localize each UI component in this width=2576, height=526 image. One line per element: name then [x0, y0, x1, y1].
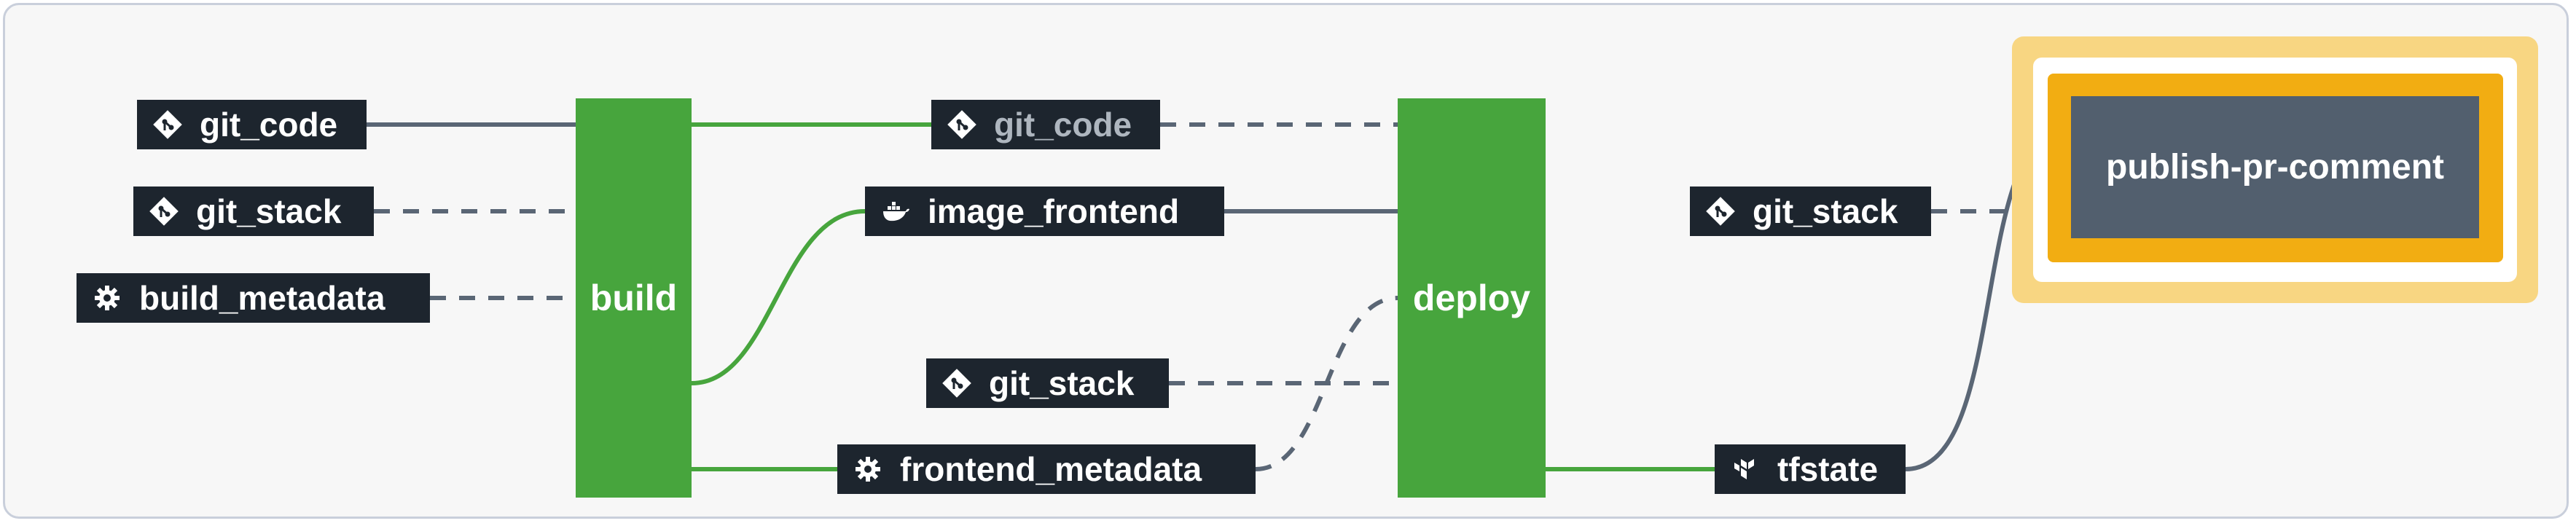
- git-icon: [1704, 195, 1737, 227]
- resource-git-code-output[interactable]: git_code: [931, 100, 1160, 149]
- gear-icon: [852, 453, 884, 485]
- resource-git-code-input[interactable]: git_code: [137, 100, 367, 149]
- resource-label: image_frontend: [928, 192, 1180, 230]
- resource-label: git_code: [200, 106, 338, 144]
- resource-label: git_stack: [989, 364, 1135, 402]
- link-frontend-metadata-to-deploy: [1255, 296, 1398, 471]
- resource-image-frontend[interactable]: image_frontend: [865, 187, 1224, 236]
- resource-tfstate[interactable]: tfstate: [1715, 444, 1906, 494]
- resource-label: frontend_metadata: [900, 450, 1202, 488]
- git-icon: [941, 367, 973, 399]
- terraform-icon: [1729, 453, 1761, 485]
- resource-label: build_metadata: [139, 279, 385, 317]
- job-label: deploy: [1412, 278, 1531, 318]
- job-build[interactable]: build: [576, 98, 692, 498]
- git-icon: [148, 195, 180, 227]
- job-publish-pr-comment[interactable]: publish-pr-comment: [2071, 96, 2479, 238]
- gear-icon: [91, 282, 123, 314]
- resource-label: git_stack: [196, 192, 342, 230]
- resource-git-stack-input[interactable]: git_stack: [133, 187, 374, 236]
- resource-git-stack-middle[interactable]: git_stack: [926, 358, 1169, 408]
- git-icon: [152, 109, 184, 141]
- job-label: publish-pr-comment: [2106, 148, 2444, 187]
- resource-build-metadata[interactable]: build_metadata: [77, 273, 430, 323]
- docker-icon: [880, 195, 912, 227]
- resource-label: tfstate: [1777, 450, 1879, 488]
- resource-label: git_code: [994, 106, 1132, 144]
- resource-git-stack-right[interactable]: git_stack: [1690, 187, 1931, 236]
- job-label: build: [590, 278, 678, 318]
- job-deploy[interactable]: deploy: [1398, 98, 1546, 498]
- link-build-to-image-frontend: [691, 209, 866, 385]
- resource-label: git_stack: [1753, 192, 1898, 230]
- resource-frontend-metadata[interactable]: frontend_metadata: [837, 444, 1256, 494]
- git-icon: [946, 109, 978, 141]
